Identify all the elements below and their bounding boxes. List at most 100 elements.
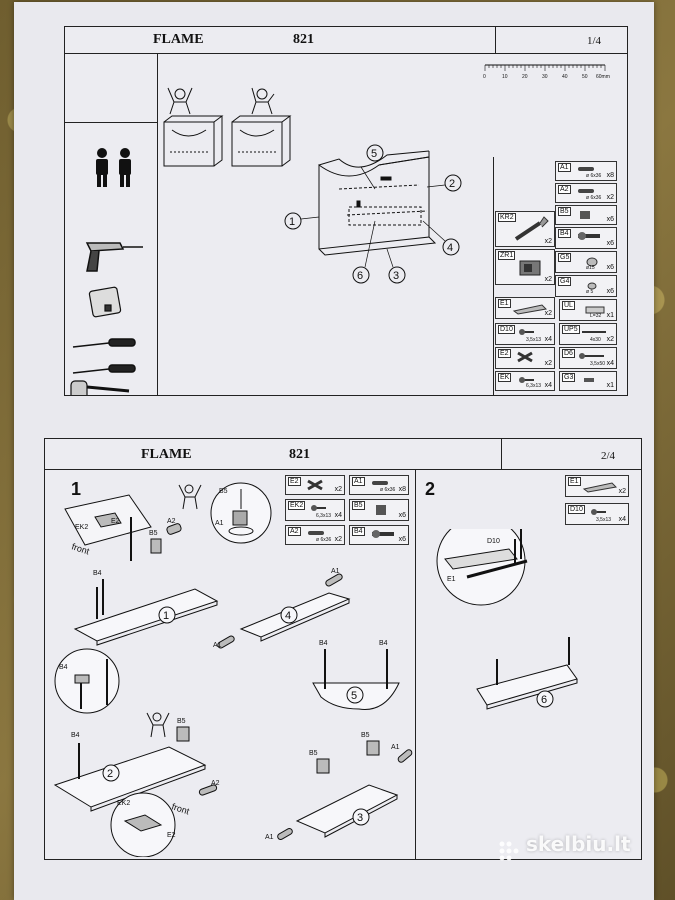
part-code: E1: [498, 299, 511, 308]
panel-label: 1: [289, 216, 295, 228]
part-qty: x4: [544, 382, 552, 389]
part-box-ek2: EK2 6,3x13 x4: [285, 499, 345, 521]
part-spec: ø 6x36: [380, 487, 396, 493]
measuring-ruler: 0 10 20 30 40 50 60mm: [483, 64, 610, 80]
panel-label: 6: [357, 270, 363, 282]
watermark-logo-icon: [499, 841, 519, 861]
part-qty: x2: [618, 488, 626, 495]
callout-label: B4: [71, 732, 80, 739]
part-spec: ø 6x36: [586, 173, 602, 179]
part-box-a1: A1 ø 6x36 x8: [349, 475, 409, 495]
drill-icon: [85, 242, 143, 272]
part-qty: x2: [544, 238, 552, 245]
panel-label: 6: [541, 694, 547, 706]
part-box-e2: E2 x2: [495, 347, 555, 369]
part-spec: 6,3x13: [526, 383, 542, 389]
panel-label: 1: [163, 610, 169, 622]
callout-label: E2: [167, 832, 176, 839]
part-code: A2: [558, 185, 571, 194]
part-code: D10: [568, 505, 585, 514]
part-qty: x6: [398, 512, 406, 519]
part-box-g5: G5 ø15 x6: [555, 251, 617, 273]
step-number: 2: [425, 479, 436, 499]
callout-label: B4: [319, 640, 328, 647]
part-spec: 3,5x13: [526, 337, 542, 343]
part-qty: x2: [606, 336, 614, 343]
callout-label: B5: [177, 718, 186, 725]
part-qty: x4: [544, 336, 552, 343]
cabinet-sketch: [231, 115, 292, 167]
cabinet-sketch: [163, 115, 224, 167]
callout-label: D10: [487, 538, 500, 545]
header-divider: [495, 27, 496, 53]
part-code: KR2: [498, 213, 516, 222]
part-code: ZR1: [498, 251, 516, 260]
panel-label: 3: [357, 812, 363, 824]
callout-label: B4: [59, 664, 68, 671]
part-qty: x4: [618, 516, 626, 523]
step-number: 1: [71, 479, 82, 499]
tools-illustration: [70, 148, 143, 395]
ruler-label: 0: [483, 74, 486, 80]
part-qty: x4: [334, 512, 342, 519]
part-box-b5: B5 x6: [349, 499, 409, 521]
part-box-a1: A1 ø 6x36 x8: [555, 161, 617, 181]
part-code: A1: [352, 477, 365, 486]
callout-label: E2: [111, 518, 120, 525]
part-box-g4: G4 ø 5 x6: [555, 275, 617, 297]
instruction-sheet-2: FLAME 821 2/4 1 2 E2 x2 A1 ø 6x36 x8 EK2…: [44, 438, 642, 860]
part-qty: x6: [606, 216, 614, 223]
part-code: EK2: [288, 501, 306, 510]
part-qty: x1: [606, 382, 614, 389]
instruction-sheet-1: FLAME 821 1/4: [64, 26, 628, 396]
part-spec: ø 6x36: [586, 195, 602, 201]
part-box-d6: D6 3,5x50 x4: [559, 347, 617, 369]
part-code: D10: [498, 325, 515, 334]
part-qty: x6: [398, 536, 406, 543]
callout-label: B5: [149, 530, 158, 537]
part-code: A2: [288, 527, 301, 536]
part-box-kr2: KR2 x2: [495, 211, 555, 247]
step1-assembly-drawing: 1 2 3 4 5 EK2 E2 B5 A2 B5 A1 B4 A1 A1 B4…: [53, 482, 413, 857]
tape-measure-icon: [88, 286, 122, 318]
part-qty: x1: [606, 312, 614, 319]
part-qty: x4: [606, 360, 614, 367]
part-spec: 4x30: [590, 337, 601, 343]
ruler-label: 50: [582, 74, 588, 80]
panel-label: 5: [351, 690, 357, 702]
part-code: G4: [558, 277, 572, 286]
two-people-icon: [96, 148, 131, 187]
panel-label: 2: [107, 768, 113, 780]
header-divider: [501, 439, 502, 469]
tools-divider: [65, 122, 157, 123]
callout-label: B5: [361, 732, 370, 739]
sheet-header: FLAME 821 1/4: [65, 27, 627, 54]
screwdriver-icon: [72, 338, 136, 348]
page-number: 1/4: [587, 35, 602, 47]
part-code: B5: [352, 501, 365, 510]
mallet-icon: [70, 380, 130, 395]
part-box-a2: A2 ø 6x36 x2: [555, 183, 617, 203]
callout-label: A1: [391, 744, 400, 751]
product-title: FLAME: [141, 447, 192, 462]
part-qty: x2: [334, 536, 342, 543]
page-number: 2/4: [601, 450, 616, 462]
part-code: D6: [562, 349, 575, 358]
panel-label: 4: [447, 242, 453, 254]
callout-label: A1: [331, 568, 340, 575]
callout-label: E1: [447, 576, 456, 583]
ruler-label: 30: [542, 74, 548, 80]
ruler-label: 20: [522, 74, 528, 80]
part-qty: x6: [606, 240, 614, 247]
parts-divider: [493, 157, 494, 395]
part-spec: ø15: [586, 265, 595, 271]
part-qty: x6: [606, 264, 614, 271]
callout-label: B4: [379, 640, 388, 647]
part-qty: x8: [398, 486, 406, 493]
step-divider: [415, 469, 416, 859]
person-icon: [167, 87, 193, 115]
part-qty: x2: [334, 486, 342, 493]
part-box-zr1: ZR1 x2: [495, 249, 555, 285]
part-spec: L=32: [590, 313, 602, 319]
part-code: A1: [558, 163, 571, 172]
